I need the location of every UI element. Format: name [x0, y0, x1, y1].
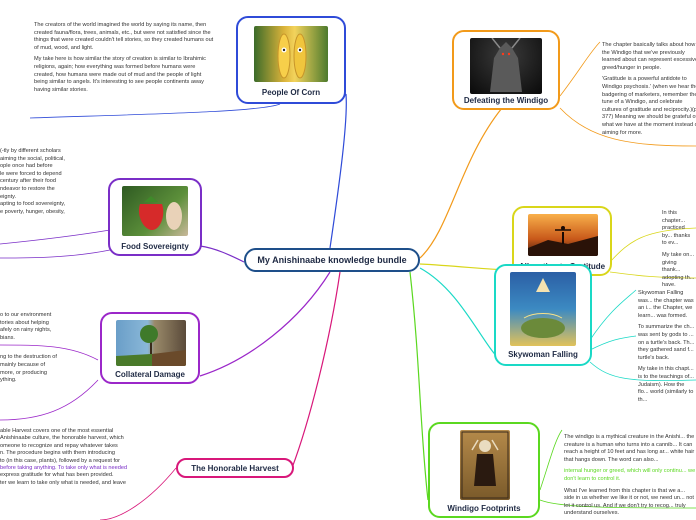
footprints-note-2: internal hunger or greed, which will onl…	[564, 468, 696, 482]
food-note-line: apting to food sovereignty,	[0, 201, 66, 208]
collateral-note-line: more, or producing	[0, 369, 47, 376]
node-people-of-corn[interactable]: People Of Corn	[236, 16, 346, 104]
food-note-line: le were forced to depend	[0, 170, 62, 177]
central-topic-title: My Anishinaabe knowledge bundle	[257, 255, 407, 265]
connector-collateral-notes-2	[0, 379, 99, 421]
skywoman-turtle-icon	[521, 278, 565, 338]
connector-collateral	[199, 271, 331, 377]
node-skywoman-falling-label: Skywoman Falling	[508, 350, 578, 359]
skywoman-note-1: Skywoman Falling was... the chapter was …	[638, 290, 694, 319]
footprints-note-1: The windigo is a mythical creature in th…	[564, 434, 695, 463]
food-note-line: ndeavor to restore the	[0, 185, 55, 192]
harvest-note-line: able Harvest covers one of the most esse…	[0, 428, 114, 434]
harvest-note-line: ter we learn to take only what is needed…	[0, 479, 126, 486]
node-collateral-damage-label: Collateral Damage	[115, 370, 185, 379]
connector-collateral-notes	[0, 344, 99, 361]
connector-food-notes-2	[0, 249, 111, 259]
collateral-note-line: tories about helping	[0, 319, 49, 326]
node-collateral-damage[interactable]: Collateral Damage	[100, 312, 200, 384]
windigo-note-2: 'Gratitude is a powerful antidote to Win…	[602, 76, 696, 136]
central-topic[interactable]: My Anishinaabe knowledge bundle	[244, 248, 420, 272]
node-defeating-the-windigo[interactable]: Defeating the Windigo	[452, 30, 560, 110]
connector-footprints-notes	[539, 429, 563, 491]
harvest-note-line: Anishinaabe culture, the honorable harve…	[0, 435, 124, 442]
collateral-notes[interactable]: o to our environment tories about helpin…	[0, 312, 96, 385]
connector-food-notes	[0, 229, 111, 245]
harvest-note-line: n. The procedure begins with them introd…	[0, 450, 115, 457]
harvest-note-line: express gratitude for what has been prov…	[0, 472, 114, 479]
connector-footprints-notes-2	[539, 499, 696, 509]
food-note-line: century after their food	[0, 178, 56, 185]
node-windigo-footprints[interactable]: Windigo Footprints	[428, 422, 540, 518]
connector-harvest	[291, 271, 341, 469]
sunset-image	[528, 214, 598, 256]
connector-gratitude-notes	[609, 227, 696, 263]
windigo-creature-icon	[490, 38, 522, 92]
connector-corn	[329, 93, 347, 249]
connector-footprints	[409, 271, 429, 501]
windigo-note-1: The chapter basically talks about how th…	[602, 42, 696, 71]
corn-note-2: My take here is how similar the story of…	[34, 56, 206, 93]
node-the-honorable-harvest-label: The Honorable Harvest	[191, 464, 279, 473]
harvest-note-line: to (in this case, plants), followed by a…	[0, 457, 121, 464]
node-skywoman-falling[interactable]: Skywoman Falling	[494, 264, 592, 366]
footprints-note-3: What I've learned from this chapter is t…	[564, 487, 694, 517]
connector-skywoman-notes	[589, 289, 637, 341]
collateral-note-line: ything.	[0, 377, 17, 384]
node-windigo-footprints-label: Windigo Footprints	[447, 504, 521, 513]
collateral-note-line: bians.	[0, 334, 15, 341]
harvest-notes[interactable]: able Harvest covers one of the most esse…	[0, 428, 176, 487]
tree-earth-icon	[116, 325, 186, 366]
connector-windigo	[419, 107, 503, 259]
connector-gratitude-notes-2	[609, 271, 696, 279]
corn-cob-icon	[277, 33, 307, 79]
food-note-line: e poverty, hunger, obesity,	[0, 208, 65, 215]
food-notes[interactable]: (-tly by different scholars aiming the s…	[0, 148, 100, 216]
collateral-note-line: ng to the destruction of	[0, 354, 57, 361]
skywoman-note-2: To summarize the ch... was sent by gods …	[638, 324, 695, 361]
connector-skywoman-notes-2	[589, 335, 637, 351]
food-note-line: aiming the social, political,	[0, 155, 65, 162]
connector-windigo-notes	[559, 41, 601, 97]
corn-notes[interactable]: The creators of the world imagined the w…	[34, 22, 214, 98]
harvest-note-line: before taking anything. To take only wha…	[0, 465, 128, 472]
skywoman-image	[510, 272, 576, 346]
harvest-note-line: omeone to recognize and repay whatever t…	[0, 442, 118, 449]
gratitude-note-2: My take on... giving thank... adopting t…	[662, 251, 695, 289]
collateral-note-line: mainly because of	[0, 361, 46, 368]
gratitude-note-1: In this chapter... practiced by... thank…	[662, 210, 691, 247]
food-note-line: eignty.	[0, 193, 17, 200]
strawberry-icon	[138, 196, 182, 230]
connector-windigo-notes-2	[559, 107, 696, 147]
collateral-image	[116, 320, 186, 366]
windigo-footprints-image	[460, 430, 510, 500]
connector-corn-notes-2	[29, 103, 281, 119]
connector-food	[199, 245, 245, 263]
connector-harvest-notes	[99, 467, 177, 520]
windigo-image	[470, 38, 542, 94]
collateral-note-line: o to our environment	[0, 312, 52, 318]
skywoman-note-3: My take in this chapt... is to the teach…	[638, 366, 694, 403]
food-note-line: ople once had before	[0, 163, 53, 170]
skywoman-notes[interactable]: Skywoman Falling was... the chapter was …	[638, 290, 696, 408]
collateral-note-line: afely on rainy nights,	[0, 327, 52, 334]
corn-note-1: The creators of the world imagined the w…	[34, 22, 214, 51]
gratitude-notes[interactable]: In this chapter... practiced by... thank…	[662, 210, 696, 294]
connector-skywoman	[419, 267, 501, 361]
windigo-figure-icon	[461, 431, 509, 499]
node-the-honorable-harvest[interactable]: The Honorable Harvest	[176, 458, 294, 478]
node-people-of-corn-label: People Of Corn	[261, 88, 321, 97]
person-sunset-icon	[528, 226, 598, 256]
node-defeating-the-windigo-label: Defeating the Windigo	[463, 96, 549, 105]
windigo-notes[interactable]: The chapter basically talks about how th…	[602, 42, 696, 141]
connector-skywoman-notes-3	[589, 361, 696, 382]
strawberry-image	[122, 186, 188, 236]
node-food-sovereignty[interactable]: Food Sovereignty	[108, 178, 202, 256]
corn-image	[254, 26, 328, 82]
node-food-sovereignty-label: Food Sovereignty	[121, 242, 189, 251]
food-note-line: (-tly by different scholars	[0, 148, 61, 154]
footprints-notes[interactable]: The windigo is a mythical creature in th…	[564, 434, 696, 520]
